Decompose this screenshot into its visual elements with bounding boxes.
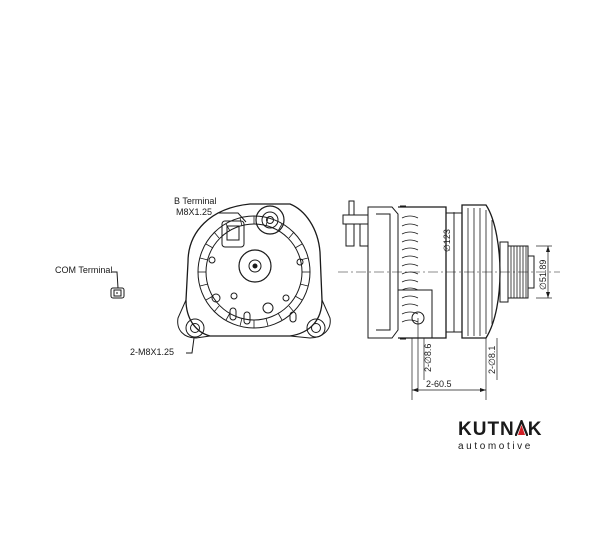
logo-a-mark [514, 420, 528, 436]
com-terminal-icon [110, 287, 125, 299]
logo-brand-part-a: KUTN [458, 419, 515, 440]
alternator-front-view [112, 203, 331, 354]
b-terminal-label: B Terminal [174, 196, 217, 206]
mount-thread-label: 2-M8X1.25 [130, 347, 175, 357]
kutnak-logo: KUTN K automotive [458, 420, 543, 453]
pulley-diameter-dim: ∅51.89 [538, 260, 548, 290]
com-terminal-label: COM Terminal [55, 265, 113, 275]
logo-tagline: automotive [458, 441, 533, 452]
b-terminal-thread-label: M8X1.25 [176, 207, 213, 217]
mount-spacing-dim: 2-60.5 [426, 379, 452, 389]
housing-diameter-dim: ∅123 [442, 229, 452, 252]
front-hole-dim: 2-∅8.6 [423, 344, 433, 372]
dimension-lines [411, 212, 552, 400]
alternator-side-view [338, 200, 560, 340]
logo-brand: KUTN K [458, 420, 543, 440]
logo-brand-part-b: K [527, 419, 543, 440]
rear-hole-dim: 2-∅8.1 [487, 346, 497, 374]
